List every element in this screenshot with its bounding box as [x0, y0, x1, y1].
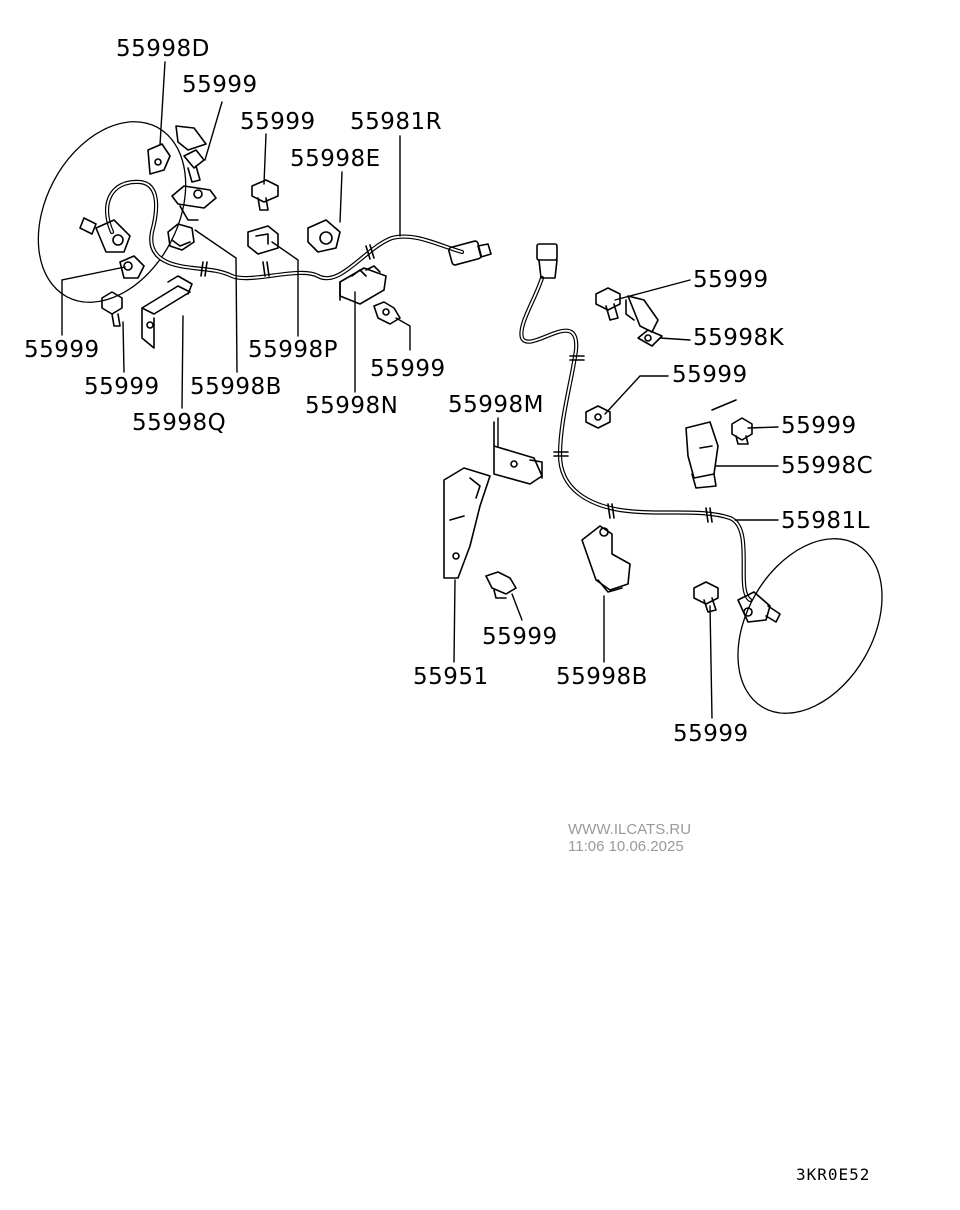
watermark-timestamp: 11:06 10.06.2025	[568, 838, 684, 855]
leader-55999-b	[263, 133, 267, 185]
leader-55998Q	[181, 315, 184, 409]
callout-55951[interactable]: 55951	[413, 664, 489, 690]
callout-55981R[interactable]: 55981R	[350, 109, 443, 135]
callout-55998B-b[interactable]: 55998B	[556, 664, 648, 690]
bolt-bottom-right	[693, 581, 719, 613]
left-wheel-sensor	[79, 217, 131, 253]
leader-55951	[453, 579, 456, 663]
watermark-site: WWW.ILCATS.RU	[568, 821, 692, 838]
callout-55999-f[interactable]: 55999	[693, 267, 769, 293]
callout-55998N[interactable]: 55998N	[305, 393, 399, 419]
leader-55999-h	[747, 426, 779, 429]
callout-55999-i[interactable]: 55999	[482, 624, 558, 650]
bracket-55998Q	[141, 275, 193, 349]
bracket-55998K	[625, 295, 663, 347]
callout-55998C[interactable]: 55998C	[781, 453, 874, 479]
leader-55999-f	[614, 279, 691, 301]
diagram-code: 3KR0E52	[796, 1165, 871, 1184]
callout-55998E[interactable]: 55998E	[290, 146, 381, 172]
callout-55999-d[interactable]: 55999	[84, 374, 160, 400]
bolt-55998N-area	[373, 301, 401, 325]
right-harness-55981L	[519, 243, 753, 603]
right-wheel-sensor	[737, 591, 781, 623]
left-harness-55981R	[104, 179, 492, 281]
bracket-55998D	[147, 125, 207, 175]
bolt-mid-top	[251, 179, 279, 211]
clip-55998P	[247, 225, 279, 255]
leader-55999-j	[709, 605, 713, 719]
clamp-55998E	[307, 219, 341, 253]
callout-55998M[interactable]: 55998M	[448, 392, 545, 418]
bracket-55951	[443, 467, 491, 579]
callout-55998K[interactable]: 55998K	[693, 325, 785, 351]
callout-55999-e[interactable]: 55999	[370, 356, 446, 382]
bracket-55998C	[685, 399, 737, 489]
leader-55999-c	[61, 266, 126, 336]
leader-55999-a	[204, 101, 223, 161]
callout-55998D[interactable]: 55998D	[116, 36, 210, 62]
leader-55998D	[159, 61, 166, 146]
leader-55998E	[339, 171, 343, 223]
clip-55998B-right	[581, 525, 631, 593]
leader-55998B-a	[194, 229, 238, 373]
right-wheel-outline	[737, 538, 883, 714]
callout-55981L[interactable]: 55981L	[781, 508, 870, 534]
callout-55999-a[interactable]: 55999	[182, 72, 258, 98]
bolt-right-bracket	[731, 417, 753, 445]
leader-55998K	[659, 337, 691, 341]
leader-55999-e	[395, 317, 411, 351]
callout-55998P[interactable]: 55998P	[248, 337, 339, 363]
callout-55999-g[interactable]: 55999	[672, 362, 748, 388]
bracket-55998M	[493, 421, 543, 485]
bolt-right-upper	[595, 287, 621, 321]
leader-55999-g	[604, 375, 669, 415]
callout-55999-b[interactable]: 55999	[240, 109, 316, 135]
bracket-55998N	[339, 265, 387, 305]
bolt-top-left	[183, 149, 205, 183]
callout-55998B-a[interactable]: 55998B	[190, 374, 282, 400]
callout-55999-c[interactable]: 55999	[24, 337, 100, 363]
callout-55998Q[interactable]: 55998Q	[132, 410, 227, 436]
leader-55999-d	[122, 321, 125, 373]
callout-55999-j[interactable]: 55999	[673, 721, 749, 747]
leader-55998P	[271, 241, 299, 337]
leader-55999-i	[511, 593, 523, 621]
clip-55998B-left	[167, 223, 195, 251]
bolt-near-55951	[485, 571, 517, 599]
bolt-lower-left	[101, 291, 123, 327]
bracket-plate-left	[171, 185, 217, 221]
callout-55999-h[interactable]: 55999	[781, 413, 857, 439]
bolt-right-middle	[585, 405, 611, 429]
bolt-near-sensor	[119, 255, 145, 279]
